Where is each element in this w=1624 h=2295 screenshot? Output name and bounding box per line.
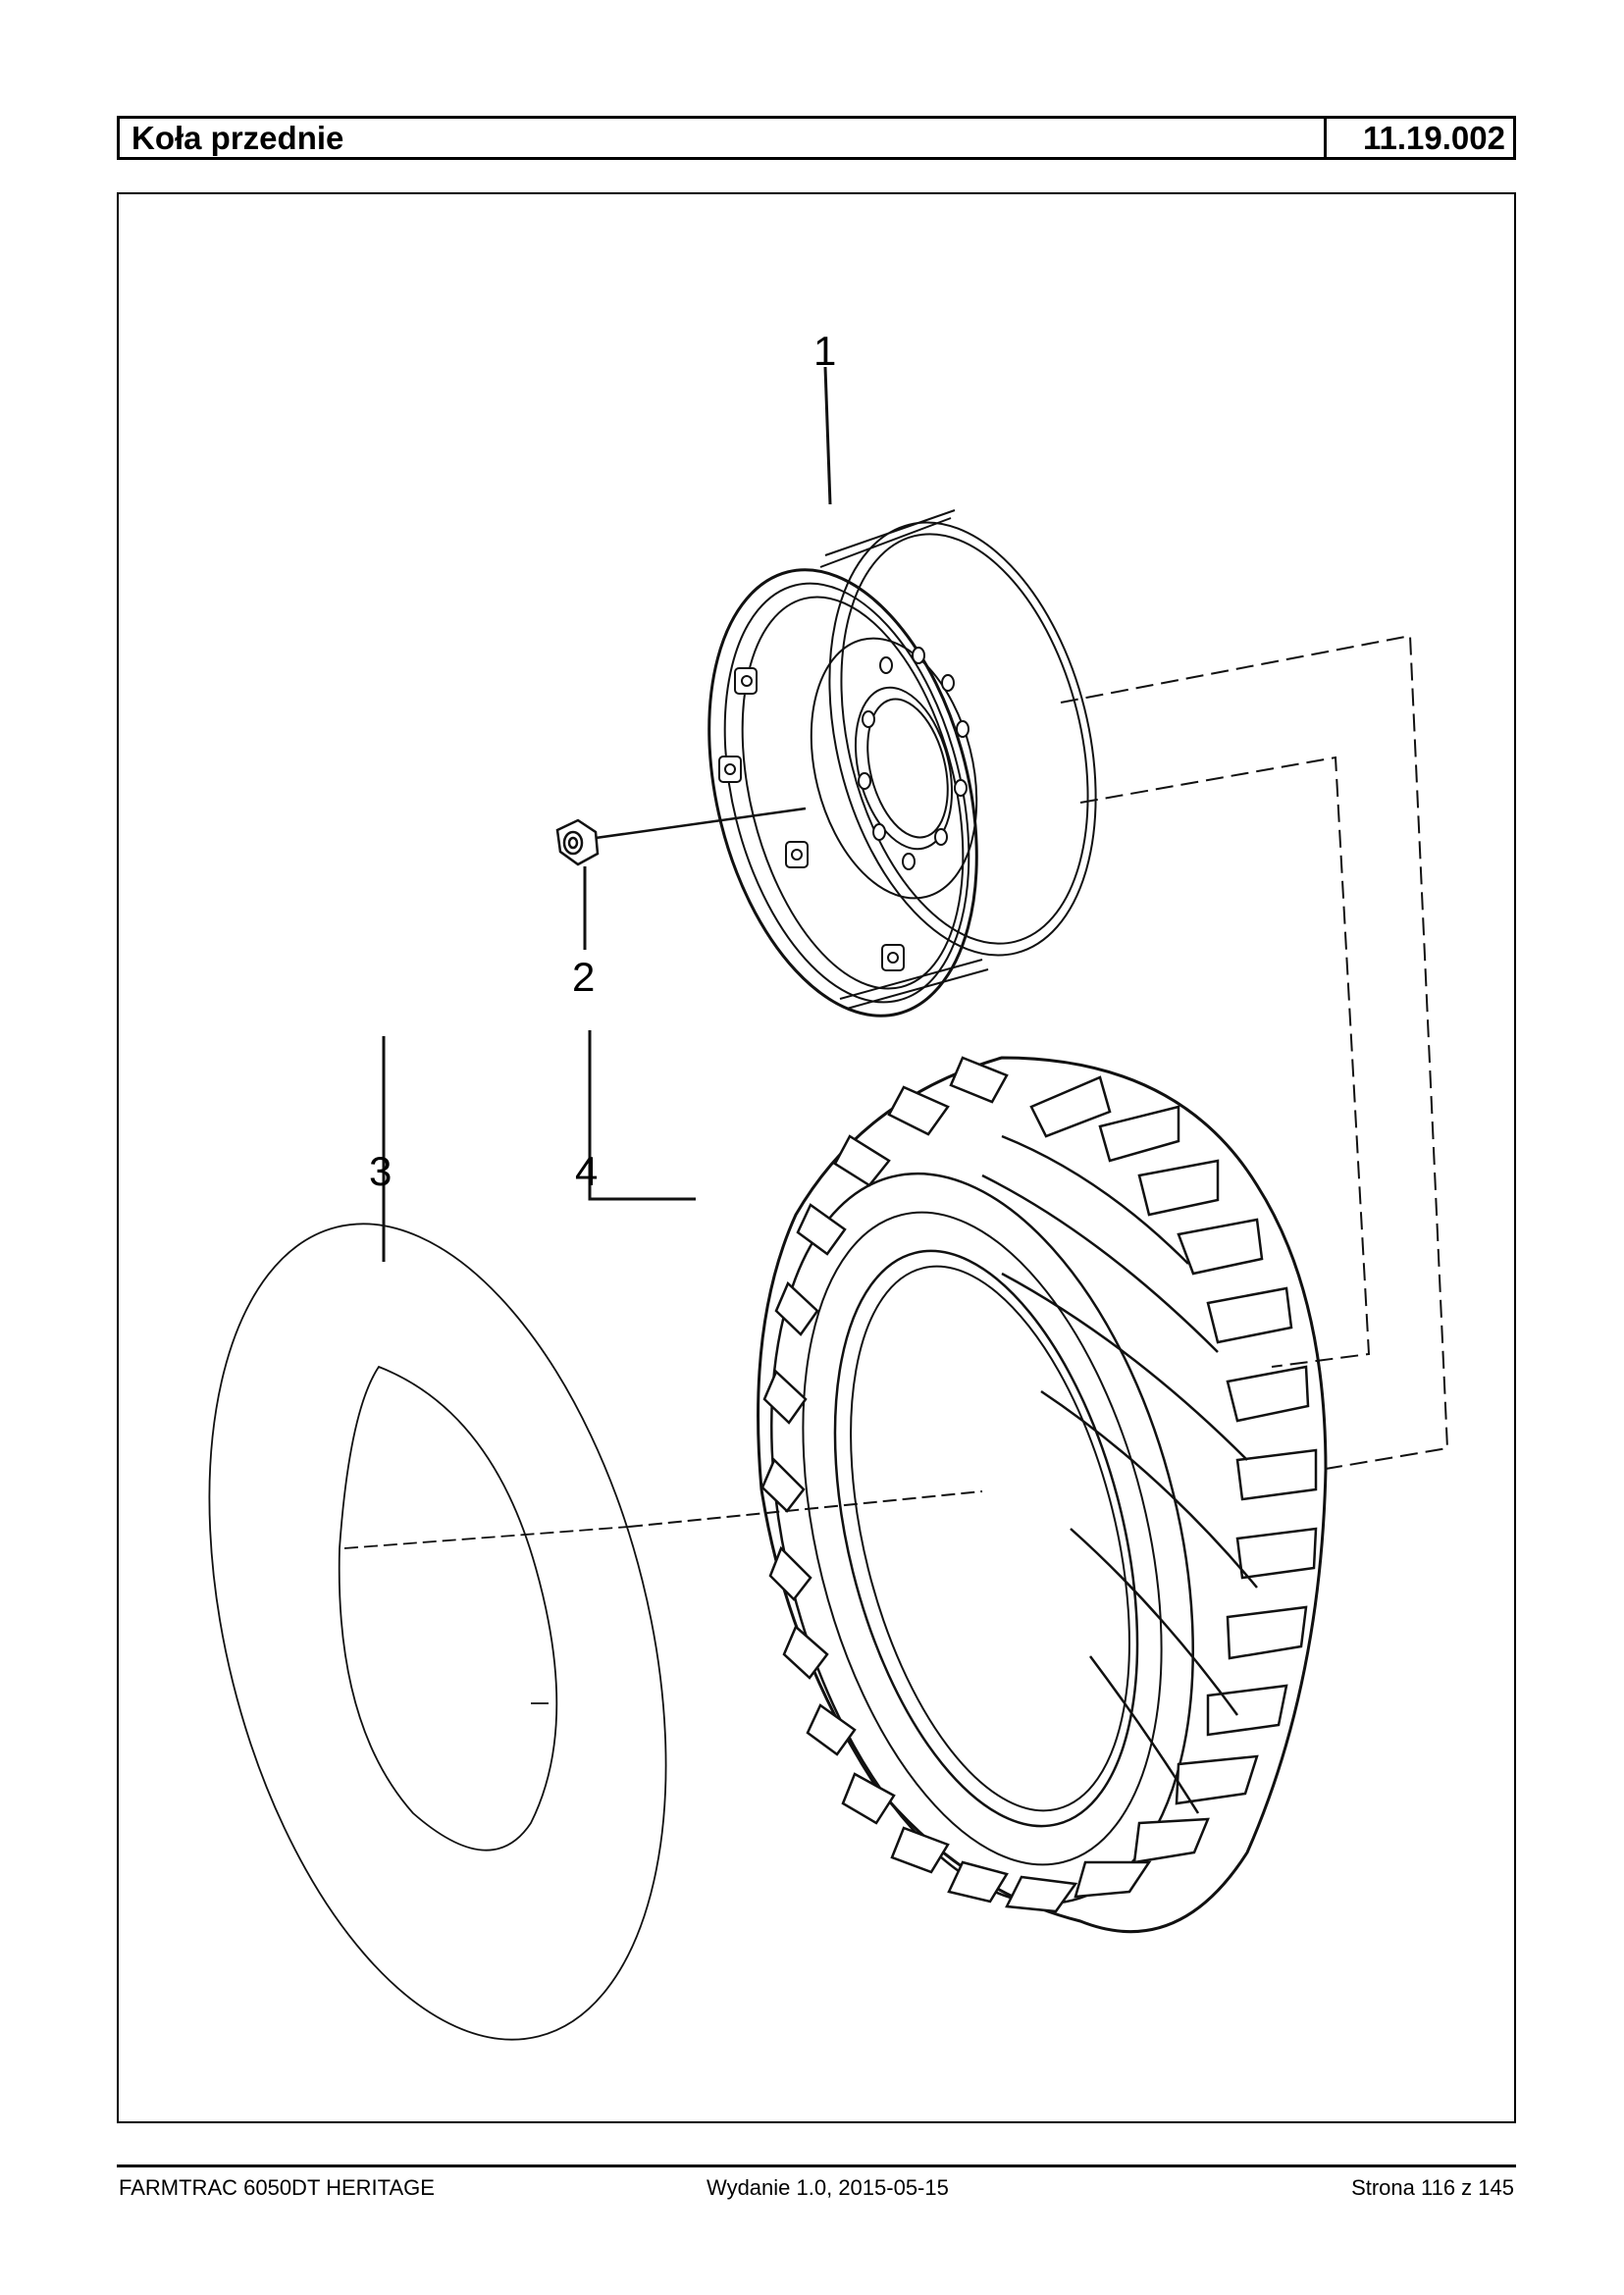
callout-2: 2 [572, 954, 595, 1000]
callout-4: 4 [575, 1148, 598, 1194]
exploded-wheel-diagram: 1 2 3 4 [208, 328, 1449, 2041]
callout-1: 1 [813, 328, 836, 374]
footer-rule [117, 2165, 1516, 2167]
tyre-drawing [628, 1056, 1328, 1934]
footer-page-number: Strona 116 z 145 [1351, 2175, 1514, 2200]
rim-drawing [707, 509, 1097, 1017]
footer-model: FARMTRAC 6050DT HERITAGE [119, 2175, 435, 2200]
section-code: 11.19.002 [1363, 120, 1505, 156]
inner-tube-drawing [208, 1223, 667, 2041]
assembly-guides [1060, 634, 1449, 1471]
wheel-nut-drawing [555, 807, 807, 866]
diagram-frame: 1 2 3 4 [117, 192, 1516, 2123]
callout-3: 3 [369, 1148, 392, 1194]
leader-lines [382, 366, 832, 1262]
page-header: Koła przednie 11.19.002 [117, 116, 1516, 160]
footer-edition: Wydanie 1.0, 2015-05-15 [707, 2175, 949, 2200]
page-title: Koła przednie [120, 119, 1327, 157]
